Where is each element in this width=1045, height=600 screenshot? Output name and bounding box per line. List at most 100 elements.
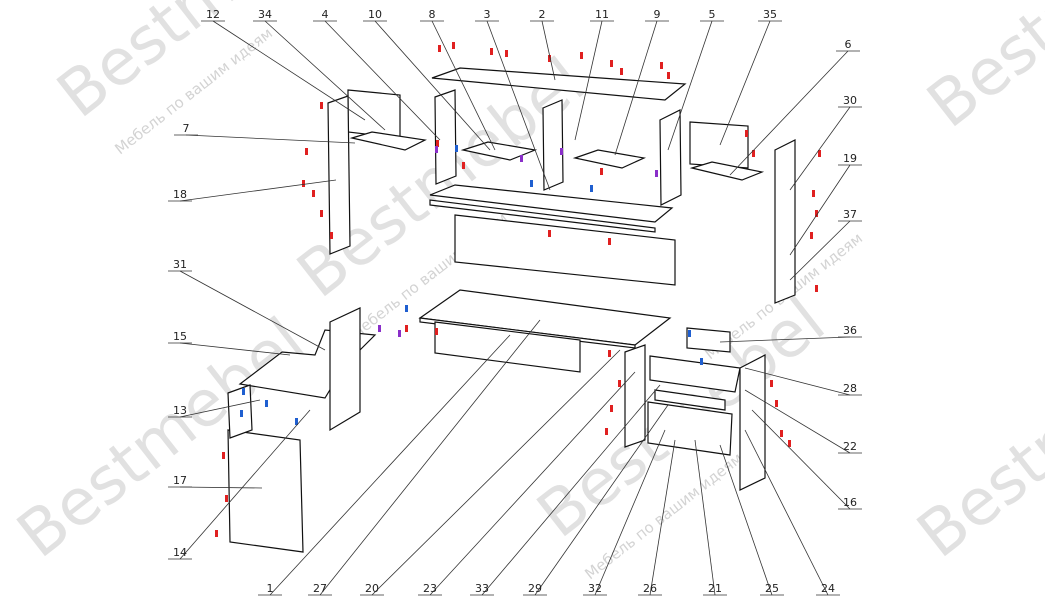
callout-number: 12 (206, 8, 220, 21)
callout-number: 26 (643, 582, 657, 595)
callout-15: 15 (168, 330, 291, 356)
drawer-28 (649, 355, 741, 393)
leader-line (744, 429, 829, 596)
drawer-32 (654, 389, 726, 411)
fitting-mark (452, 42, 455, 49)
callout-number: 5 (709, 8, 716, 21)
fitting-mark (608, 350, 611, 357)
callout-7: 7 (174, 122, 356, 144)
callout-number: 20 (365, 582, 379, 595)
callout-number: 24 (821, 582, 835, 595)
callout-35: 35 (719, 8, 782, 146)
fitting-mark (812, 190, 815, 197)
callout-number: 17 (173, 474, 187, 487)
callout-5: 5 (667, 8, 724, 151)
wall-shelf-6 (689, 161, 765, 181)
leader-line (594, 429, 666, 596)
callout-number: 30 (843, 94, 857, 107)
fitting-mark (490, 48, 493, 55)
leader-line (481, 384, 661, 596)
tall-side-30 (774, 139, 796, 304)
leader-line (719, 444, 773, 596)
callout-4: 4 (313, 8, 441, 141)
callout-31: 31 (168, 258, 326, 351)
callout-number: 11 (595, 8, 609, 21)
callout-8: 8 (420, 8, 496, 151)
callout-22: 22 (744, 389, 862, 454)
leader-line (486, 20, 551, 191)
callout-number: 22 (843, 440, 857, 453)
callout-12: 12 (201, 8, 366, 121)
fitting-mark (745, 130, 748, 137)
fitting-mark (438, 45, 441, 52)
fitting-mark (655, 170, 658, 177)
wall-shelf-7 (349, 131, 427, 151)
callout-number: 10 (368, 8, 382, 21)
fitting-mark (215, 530, 218, 537)
fitting-mark (435, 328, 438, 335)
hanging-cabinet-front (429, 199, 656, 233)
callout-number: 19 (843, 152, 857, 165)
fitting-mark (560, 148, 563, 155)
drawer-21 (647, 401, 733, 456)
fitting-mark (580, 52, 583, 59)
callout-11: 11 (574, 8, 614, 141)
fitting-mark (605, 428, 608, 435)
leader-line (744, 389, 851, 454)
fitting-mark (520, 155, 523, 162)
fitting-mark (610, 405, 613, 412)
fitting-mark (305, 148, 308, 155)
fitting-mark (815, 210, 818, 217)
fitting-mark (770, 380, 773, 387)
pedestal-side-22 (624, 344, 646, 448)
callout-number: 25 (765, 582, 779, 595)
callout-16: 16 (751, 409, 862, 510)
fitting-mark (620, 68, 623, 75)
corner-back-31 (329, 307, 361, 432)
callout-number: 16 (843, 496, 857, 509)
callout-23: 23 (418, 371, 636, 596)
callout-29: 29 (523, 404, 669, 596)
side-panel-3 (542, 99, 564, 191)
callout-1: 1 (258, 334, 511, 596)
watermark-brand: Bestmebel (904, 304, 1045, 572)
callout-14: 14 (168, 409, 311, 560)
side-panel-4 (434, 89, 457, 185)
fitting-mark (610, 60, 613, 67)
side-panel-17 (227, 429, 304, 553)
fitting-mark (688, 330, 691, 337)
callout-number: 28 (843, 382, 857, 395)
callout-6: 6 (729, 38, 860, 176)
shelf-9 (572, 149, 647, 169)
fitting-mark (378, 325, 381, 332)
callout-number: 33 (475, 582, 489, 595)
leader-line (789, 164, 851, 256)
callout-number: 4 (322, 8, 329, 21)
fitting-mark (222, 452, 225, 459)
fitting-mark (405, 325, 408, 332)
exploded-view-drawing (215, 42, 821, 553)
callout-number: 31 (173, 258, 187, 271)
fitting-mark (265, 400, 268, 407)
callout-34: 34 (253, 8, 386, 131)
pedestal-side-16 (739, 354, 766, 491)
fitting-mark (436, 140, 439, 147)
leader-line (719, 336, 851, 343)
hanging-cabinet-bottom (429, 184, 674, 223)
callout-number: 32 (588, 582, 602, 595)
fitting-mark (405, 305, 408, 312)
fitting-mark (608, 238, 611, 245)
leader-line (179, 486, 263, 489)
callout-10: 10 (363, 8, 491, 151)
fitting-mark (435, 146, 438, 153)
callout-number: 7 (183, 122, 190, 135)
callout-13: 13 (168, 399, 261, 418)
leader-line (431, 20, 496, 151)
callout-2: 2 (530, 8, 556, 81)
fitting-mark (752, 150, 755, 157)
callout-25: 25 (719, 444, 784, 596)
leader-line (541, 20, 556, 81)
callout-9: 9 (614, 8, 669, 156)
